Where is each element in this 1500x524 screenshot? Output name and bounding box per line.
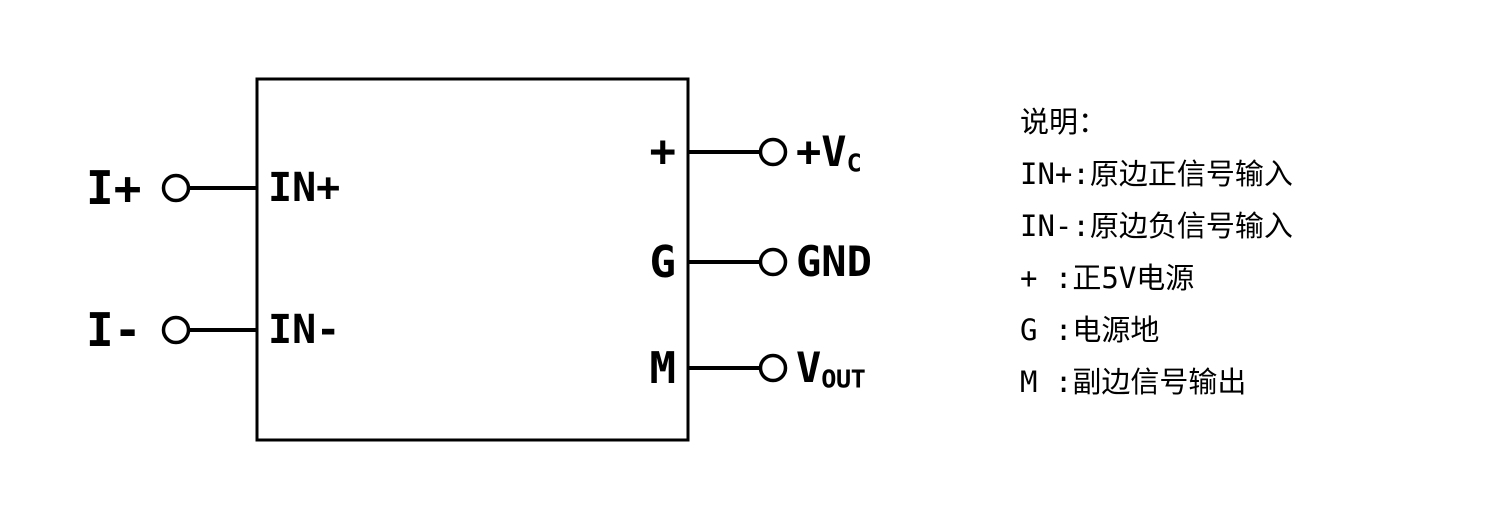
legend-item-m: M :副边信号输出 — [1020, 365, 1247, 399]
pin-label-gnd-main: GND — [796, 237, 872, 286]
legend-title: 说明： — [1020, 105, 1108, 139]
pin-label-g: G — [649, 237, 677, 288]
pin-label-m: M — [649, 343, 677, 394]
pin-label-gnd: GND — [796, 241, 872, 286]
legend-item-plus: + :正5V电源 — [1020, 261, 1195, 295]
terminal-circle-in-plus — [161, 173, 191, 203]
pin-label-vc-sub: C — [846, 148, 862, 178]
pin-label-in-plus: IN+ — [268, 165, 341, 211]
legend-item-in-minus: IN-:原边负信号输入 — [1020, 209, 1293, 243]
pin-label-vout: VOUT — [796, 347, 866, 394]
pin-label-i-plus: I+ — [86, 161, 142, 215]
terminal-circle-vc — [758, 137, 788, 167]
legend-item-g: G :电源地 — [1020, 313, 1160, 347]
terminal-circle-vout — [758, 353, 788, 383]
legend-item-in-plus: IN+:原边正信号输入 — [1020, 157, 1293, 191]
module-box — [255, 77, 690, 442]
pin-label-vc: +VC — [796, 131, 862, 178]
pin-label-i-minus: I- — [86, 303, 142, 357]
pin-label-in-minus: IN- — [268, 307, 341, 353]
pin-label-vout-sub: OUT — [821, 364, 866, 394]
terminal-circle-gnd — [758, 247, 788, 277]
terminal-circle-in-minus — [161, 315, 191, 345]
pin-label-plus: + — [649, 126, 677, 177]
pin-label-vc-main: +V — [796, 127, 847, 176]
legend: 说明： IN+:原边正信号输入 IN-:原边负信号输入 + :正5V电源 G :… — [1020, 96, 1293, 408]
pin-label-vout-main: V — [796, 343, 822, 392]
